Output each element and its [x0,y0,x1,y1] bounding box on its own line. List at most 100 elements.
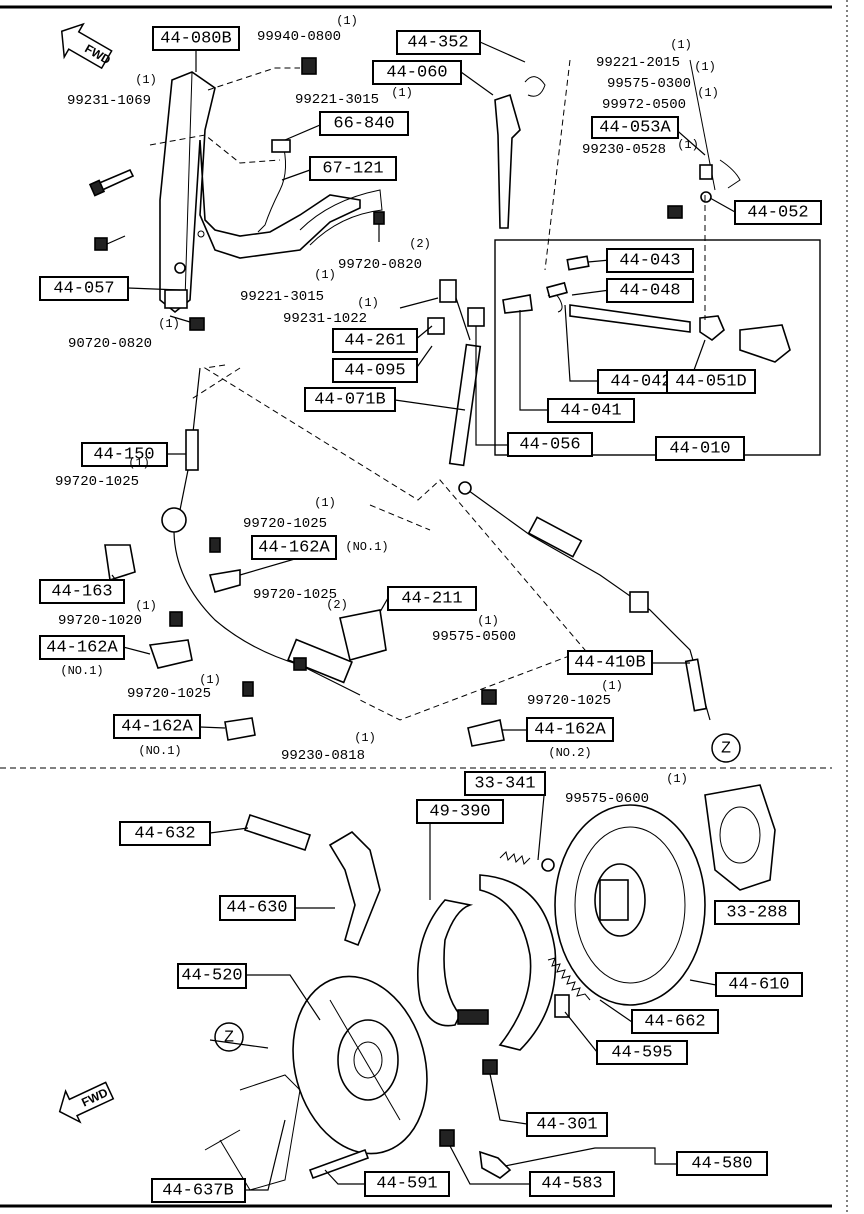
part-number-label: 44-352 [407,34,468,53]
part-box-44-048: 44-048 [606,278,694,303]
part-number-label: 44-632 [134,825,195,844]
fastener-90720-0820: (1) 90720-0820 [68,317,180,352]
parts-44-053A-44-052 [667,59,741,219]
part-number-label: 44-052 [747,204,808,223]
fastener-qty: (1) [694,60,716,74]
part-box-44-583: 44-583 [529,1171,615,1197]
fastener-99230-0528: 99230-0528 (1) [582,138,699,158]
fastener-99720-1025-a: (1) 99720-1025 [55,456,150,490]
fastener-code: 99972-0500 [602,97,686,113]
part-number-label: 44-163 [51,583,112,602]
part-box-67-121: 67-121 [309,156,397,181]
z-label-top: Z [721,740,731,757]
fastener-qty: (1) [199,673,221,687]
part-number-label: 44-010 [669,440,730,459]
bolts-44-301-44-591-44-583-44-580 [308,1059,512,1180]
part-number-label: 44-053A [599,119,671,138]
fastener-qty: (1) [314,268,336,282]
bolt-44-057 [94,235,126,251]
part-box-44-162A-mid: 44-162A [113,714,201,739]
fastener-qty: (1) [357,296,379,310]
cable-44-150-drawing [161,367,361,696]
fastener-code: 99720-1025 [55,474,139,490]
part-box-44-632: 44-632 [119,821,211,846]
fastener-code: 99720-1025 [527,693,611,709]
z-reference-bottom: Z [214,1022,244,1052]
bracket-44-162A-c [224,681,256,741]
part-number-label: 44-583 [541,1175,602,1194]
dashed-routing [149,59,706,721]
bracket-44-162A-d [467,689,505,747]
fastener-99720-1020: 99720-1020 (1) [58,599,157,629]
part-number-label: 44-301 [536,1116,597,1135]
cable-44-410B-drawing [458,481,711,721]
fastener-99720-1025-b: (1) 99720-1025 [243,496,336,532]
part-number-label: 44-057 [53,280,114,299]
part-number-label: 44-162A [121,718,193,737]
part-box-44-053A: 44-053A [591,116,679,139]
part-number-label: 44-071B [314,391,385,410]
fastener-qty: (1) [158,317,180,331]
part-number-label: 44-410B [574,654,645,673]
fastener-qty: (1) [314,496,336,510]
part-number-label: 44-610 [728,976,789,995]
part-box-44-010: 44-010 [655,436,745,461]
part-number-label: 44-630 [226,899,287,918]
fastener-99720-1025-c: (2) 99720-1025 [253,587,348,612]
fastener-code: 99720-0820 [338,257,422,273]
part-box-44-410B: 44-410B [567,650,653,675]
part-number-label: 44-060 [386,64,447,83]
brake-drum-44-610 [554,784,776,1006]
part-number-label: 44-580 [691,1155,752,1174]
fastener-99230-0818: (1) 99230-0818 [281,731,376,764]
part-number-label: 44-042 [610,373,671,392]
part-number-label: 44-162A [46,639,118,658]
part-number-label: 44-595 [611,1044,672,1063]
part-box-44-056: 44-056 [507,432,593,457]
part-number-label: 44-095 [344,362,405,381]
plate-44-632 [243,813,312,852]
part-box-44-637B: 44-637B [151,1178,246,1203]
z-reference-top: Z [711,733,741,763]
fastener-code: 90720-0820 [68,336,152,352]
parts-44-261-44-095 [399,279,457,335]
part-box-44-071B: 44-071B [304,387,396,412]
fastener-99575-0600: (1) 99575-0600 [565,772,688,807]
bracket-44-211 [293,609,387,671]
part-number-label: 44-591 [376,1175,437,1194]
fastener-qty: (1) [666,772,688,786]
fastener-qty: (1) [697,86,719,100]
part-box-44-211: 44-211 [387,586,477,611]
axle-housing-sketch [204,1074,301,1191]
part-box-44-060: 44-060 [372,60,462,85]
fastener-code: 99221-3015 [240,289,324,305]
part-box-44-052: 44-052 [734,200,822,225]
fastener-code: 99940-0800 [257,29,341,45]
fastener-qty: (1) [670,38,692,52]
fastener-code: 99720-1020 [58,613,142,629]
fastener-code: 99720-1025 [253,587,337,603]
part-number-label: 66-840 [333,115,394,134]
fastener-qty: (1) [135,599,157,613]
fastener-qty: (2) [326,598,348,612]
part-box-44-043: 44-043 [606,248,694,273]
part-number-label: 67-121 [322,160,383,179]
nut-99940-0800 [301,57,317,75]
brake-shoes-49-390 [417,874,557,1051]
bracket-44-163 [104,544,136,582]
part-box-44-041: 44-041 [547,398,635,423]
fwd-arrow-top: FWD [60,22,113,70]
fastener-code: 99221-2015 [596,55,680,71]
fastener-99972-0500: 99972-0500 (1) [602,86,719,113]
part-box-44-662: 44-662 [631,1009,719,1034]
fastener-99720-1025-e: (1) 99720-1025 [527,679,623,709]
fastener-99231-1069: (1) 99231-1069 [67,73,157,109]
fastener-qty: (2) [409,237,431,251]
fastener-qty: (1) [135,73,157,87]
bolt-90720-0820 [169,315,205,331]
fastener-qty: (1) [391,86,413,100]
part-box-44-630: 44-630 [219,895,296,921]
backing-plate-44-520 [292,975,428,1155]
part-box-44-591: 44-591 [364,1171,450,1197]
